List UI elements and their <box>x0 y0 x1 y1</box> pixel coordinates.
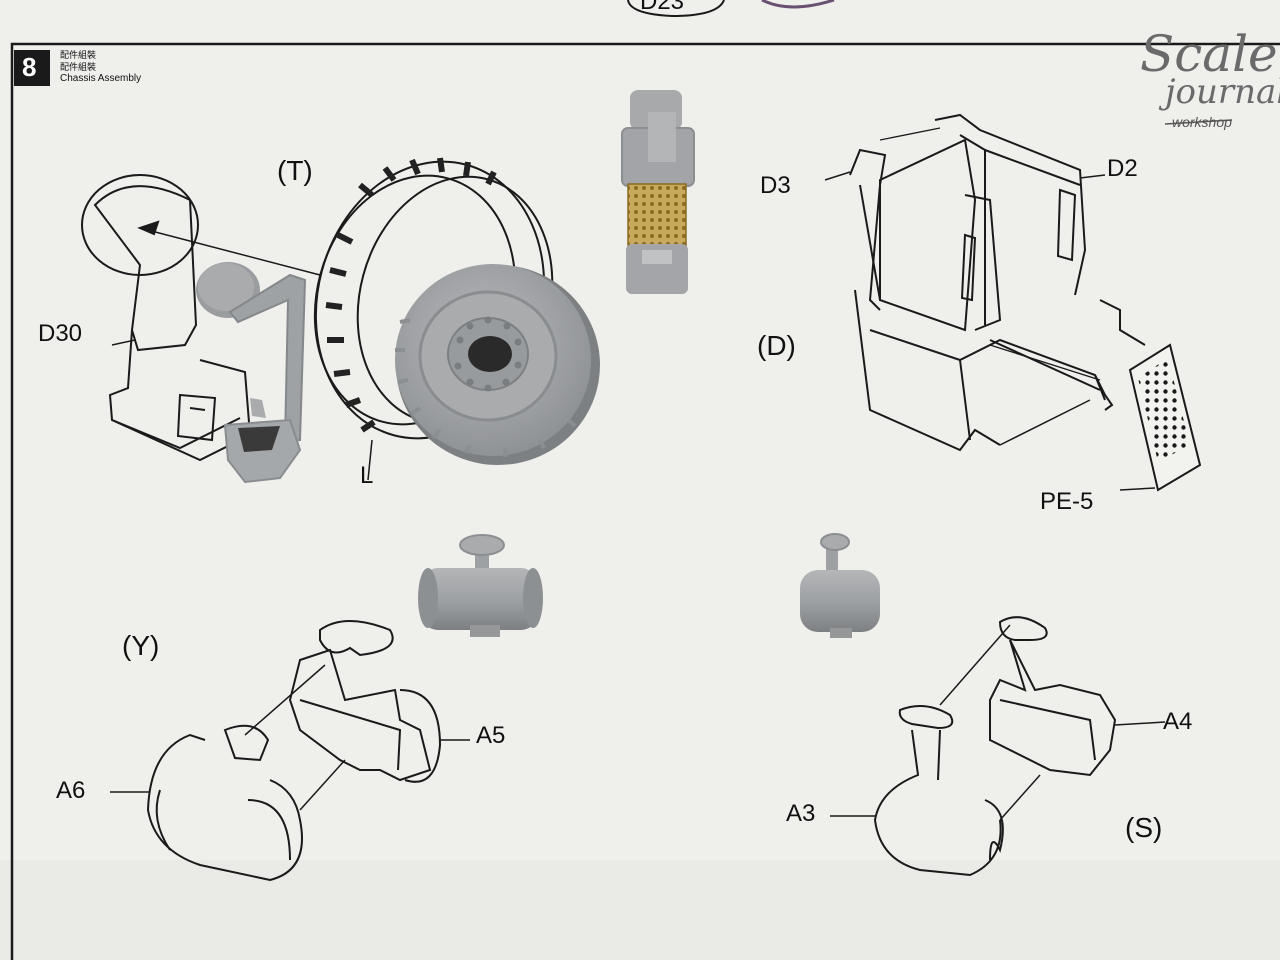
d30-line-drawing <box>81 174 321 462</box>
label-A3: A3 <box>786 800 816 827</box>
rack-line-drawing <box>824 113 1146 452</box>
label-L: L <box>360 462 374 489</box>
step-title-cn-1: 配件組裝 <box>60 50 97 60</box>
jerrycan-part-photo-2 <box>800 533 880 638</box>
watermark-journal: journal <box>1165 72 1280 112</box>
label-PE5: PE-5 <box>1040 488 1094 515</box>
top-partial-tire-icon <box>761 0 835 9</box>
wheel-part-photo <box>395 264 600 465</box>
step-number: 8 <box>22 52 37 82</box>
can-holder-part-photo <box>621 90 695 294</box>
step-title-cn-2: 配件組裝 <box>60 62 97 72</box>
jerrycan-s-line-drawing <box>830 616 1166 877</box>
label-A4: A4 <box>1163 708 1193 735</box>
label-D2: D2 <box>1107 155 1138 182</box>
label-A5: A5 <box>476 722 506 749</box>
label-D3: D3 <box>760 172 791 199</box>
watermark-scale: Scale <box>1140 25 1278 83</box>
jerrycan-part-photo-1 <box>418 534 543 637</box>
watermark-logo <box>1164 119 1233 125</box>
label-T: (T) <box>277 155 313 186</box>
pe5-mesh-drawing <box>1119 343 1202 492</box>
top-partial-label: D23 <box>640 0 685 15</box>
label-D: (D) <box>757 330 796 361</box>
page-frame <box>10 42 1280 960</box>
top-partial-bubble <box>627 0 725 18</box>
label-S: (S) <box>1125 812 1163 843</box>
label-D30: D30 <box>38 320 83 347</box>
label-A6: A6 <box>56 777 86 804</box>
jerrycan-y-line-drawing <box>110 620 470 882</box>
step-badge <box>14 50 50 86</box>
label-Y: (Y) <box>122 630 160 661</box>
bracket-part-photo <box>196 262 307 484</box>
watermark-workshop: workshop <box>1172 114 1232 130</box>
step-title-en: Chassis Assembly <box>60 73 142 84</box>
